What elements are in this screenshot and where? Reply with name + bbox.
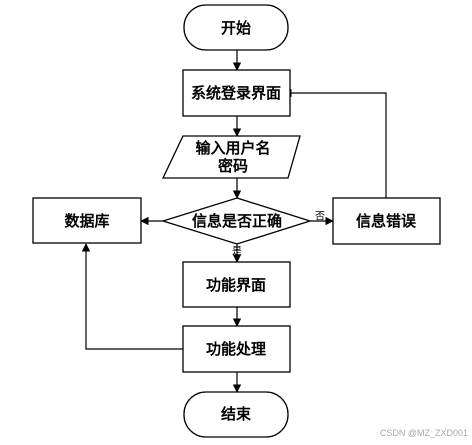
function-processing-label: 功能处理 <box>206 340 266 358</box>
input-credentials-label-line1: 输入用户名 <box>195 139 270 157</box>
database-box <box>32 197 142 244</box>
end-label: 结束 <box>221 405 252 423</box>
info-check-label: 信息是否正确 <box>192 212 282 230</box>
start-label: 开始 <box>221 19 251 37</box>
database-label: 数据库 <box>64 212 109 230</box>
function-ui-label: 功能界面 <box>206 276 266 294</box>
info-error-label: 信息错误 <box>356 212 417 230</box>
input-credentials-io <box>161 135 301 179</box>
login-screen-box <box>182 69 291 117</box>
start-terminal <box>183 4 289 51</box>
login-screen-label: 系统登录界面 <box>191 84 281 102</box>
info-check-decision <box>160 197 313 245</box>
function-processing-box <box>182 325 291 373</box>
end-terminal <box>183 391 289 438</box>
input-credentials-label-line2: 密码 <box>218 157 248 175</box>
no-edge-label: 否 <box>315 211 325 223</box>
edge-processing-to-database <box>81 243 183 350</box>
yes-edge-label: 是 <box>232 246 242 258</box>
watermark-text: CSDN @MZ_ZXD001 <box>380 428 468 438</box>
info-error-box <box>332 197 441 245</box>
function-ui-box <box>182 261 291 308</box>
edge-error-to-login <box>283 88 387 198</box>
